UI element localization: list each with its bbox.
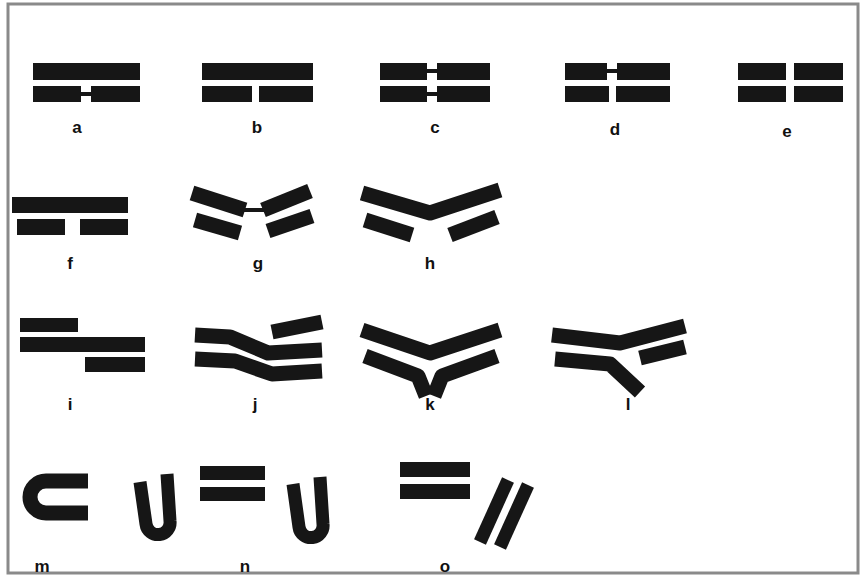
figure-letter: c <box>430 119 439 136</box>
figure-letter: h <box>425 255 435 272</box>
figure-letter: n <box>240 558 250 575</box>
figure-letter: f <box>67 255 73 272</box>
figure-letter: i <box>68 396 73 413</box>
figure-letter: a <box>72 119 81 136</box>
figure-letter: l <box>626 396 631 413</box>
figure-letter: e <box>782 123 791 140</box>
figure-letter: g <box>253 255 263 272</box>
figure-letter: b <box>252 119 262 136</box>
figure-letter: m <box>34 558 49 575</box>
figure-letter: d <box>610 121 620 138</box>
figure-letter: o <box>440 558 450 575</box>
frame <box>8 4 858 573</box>
figure-letter: k <box>425 396 434 413</box>
figure-letter: j <box>253 396 258 413</box>
